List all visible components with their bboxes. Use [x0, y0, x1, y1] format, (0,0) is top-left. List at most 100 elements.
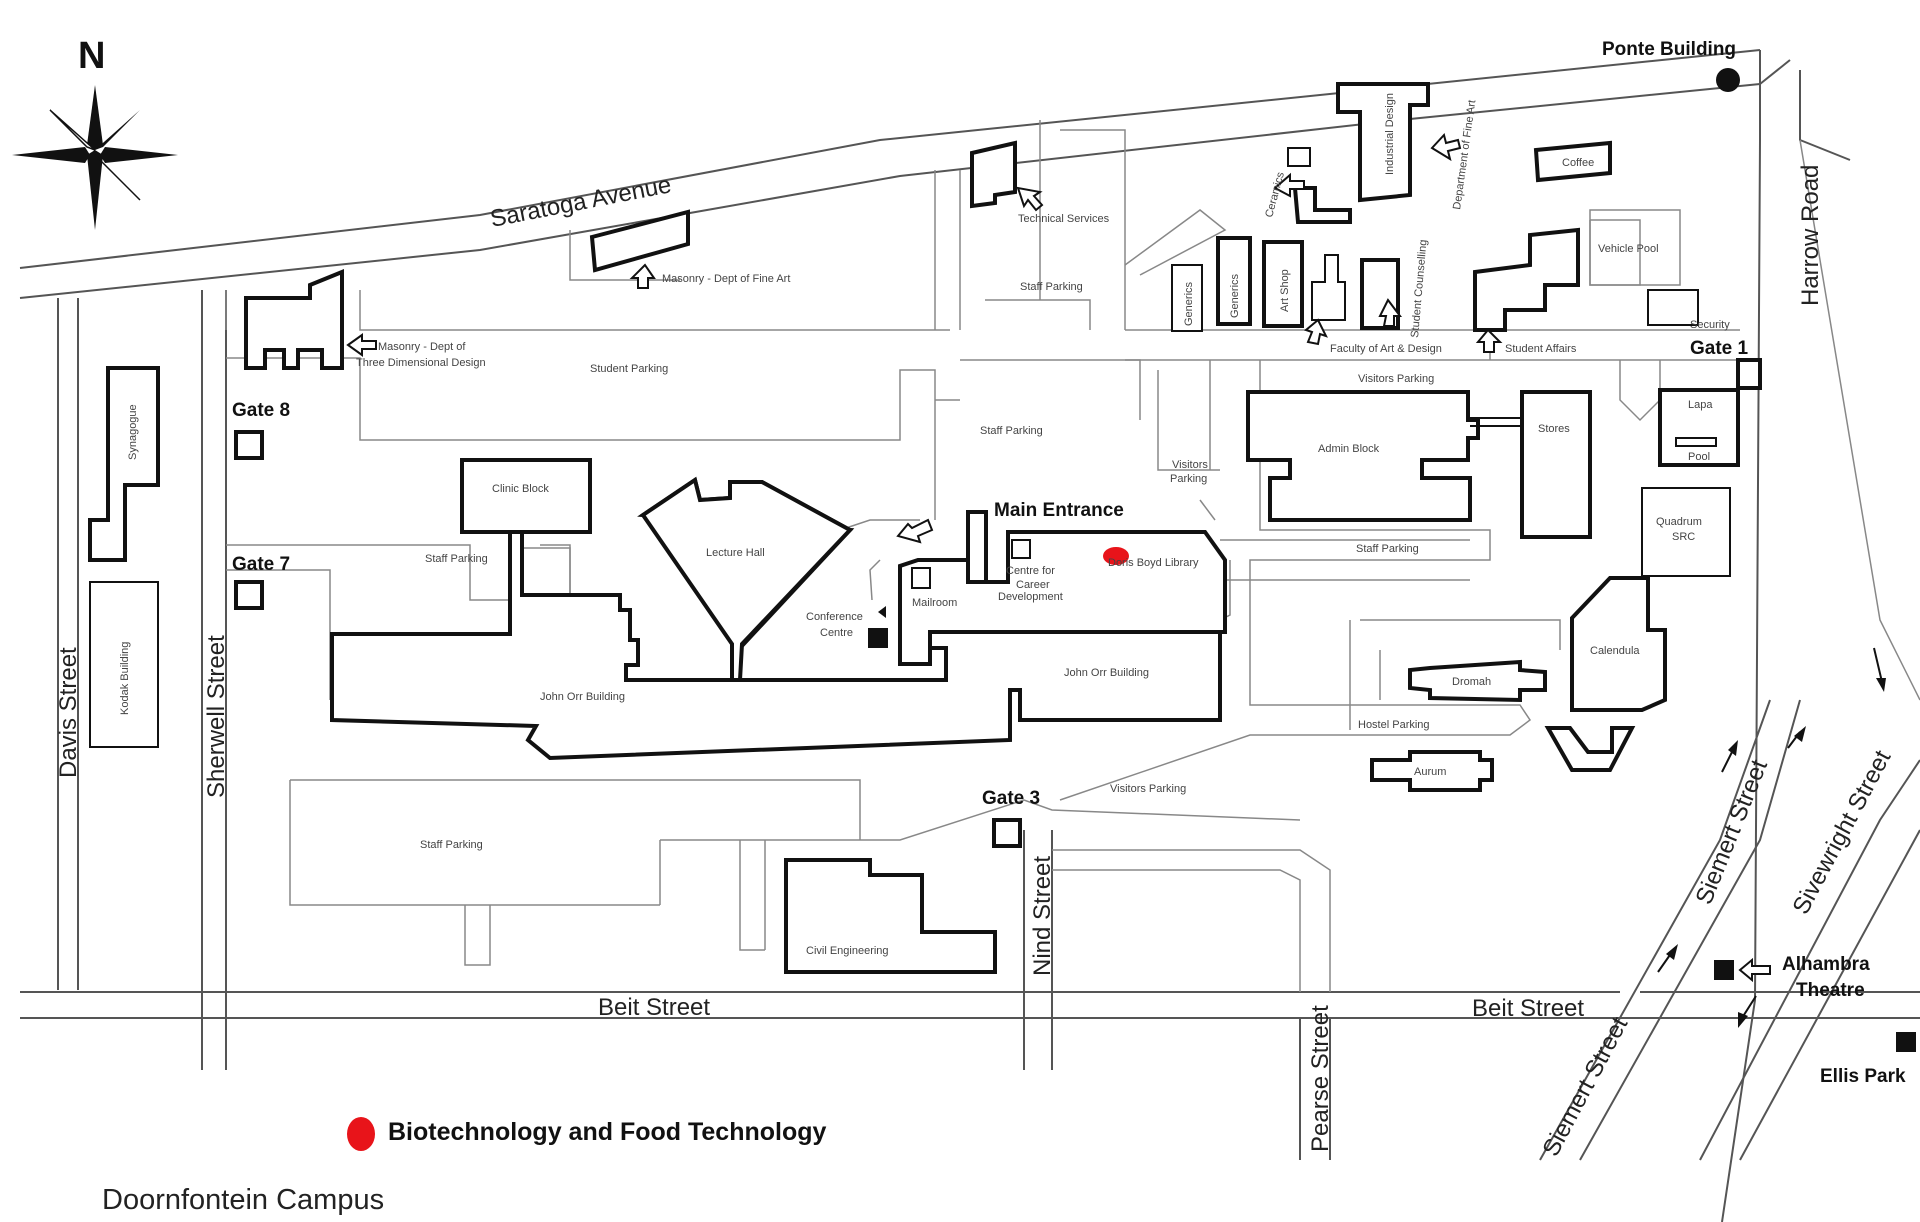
siemert-street-lower-label: Siemert Street — [1537, 1012, 1633, 1160]
arrow-up-right-icon — [1787, 726, 1806, 749]
arrow-icon — [1273, 172, 1305, 198]
alhambra-arrow-icon — [1738, 957, 1771, 983]
calendula-outline — [1570, 576, 1667, 712]
conference-path — [869, 559, 881, 601]
student-affairs-label: Student Affairs — [1505, 343, 1577, 355]
civil-engineering-label: Civil Engineering — [806, 945, 889, 957]
stores-outline — [1520, 390, 1592, 539]
gate-1-marker — [1736, 358, 1762, 390]
ccd-label-1: Centre for — [1006, 565, 1055, 577]
nind-street-label: Nind Street — [1029, 856, 1056, 976]
generics-1-label: Generics — [1183, 281, 1195, 326]
dept-fine-art-label: Department of Fine Art — [1451, 99, 1478, 210]
student-parking-label: Student Parking — [590, 363, 668, 375]
arrow-down-left-icon — [1738, 995, 1757, 1028]
conference-centre-marker — [868, 628, 888, 648]
sherwell-street-label: Sherwell Street — [203, 635, 230, 798]
quadrum-outline — [1641, 487, 1731, 577]
technical-services-label: Technical Services — [1018, 213, 1110, 225]
main-entrance-pillar — [966, 510, 988, 584]
ponte-building-marker — [1716, 68, 1740, 92]
quadrum-label-2: SRC — [1672, 531, 1695, 543]
alhambra-label-1: Alhambra — [1782, 954, 1870, 975]
faculty-art-design-outline — [1311, 254, 1346, 321]
gate-8-label: Gate 8 — [232, 400, 290, 421]
ceramics-small-box — [1287, 147, 1311, 167]
staff-parking-bottom-label: Staff Parking — [420, 839, 483, 851]
arrow-icon — [1430, 132, 1462, 162]
arrow-icon — [1475, 328, 1503, 353]
aurum-outline — [1370, 750, 1494, 792]
siemert-street-upper-label: Siemert Street — [1691, 756, 1774, 909]
lapa-label: Lapa — [1688, 399, 1713, 411]
calendula-label: Calendula — [1590, 645, 1640, 657]
art-shop-outline — [1262, 240, 1304, 328]
student-affairs-outline — [1473, 227, 1580, 332]
conference-label-2: Centre — [820, 627, 853, 639]
conference-pointer-icon — [878, 606, 886, 618]
compass-rose-icon: N — [12, 35, 178, 230]
admin-block-outline — [1246, 390, 1480, 522]
coffee-label: Coffee — [1562, 157, 1594, 169]
north-label: N — [78, 35, 105, 77]
vehicle-pool-area — [1589, 209, 1681, 286]
staff-parking-left-label: Staff Parking — [425, 553, 488, 565]
campus-name: Doornfontein Campus — [102, 1184, 385, 1216]
gate-3-label: Gate 3 — [982, 788, 1040, 809]
gate-3-marker — [992, 818, 1022, 848]
masonry-3d-label-1: Masonry - Dept of — [378, 341, 466, 353]
aurum-label: Aurum — [1414, 766, 1446, 778]
ceramics-label: Ceramics — [1263, 170, 1287, 218]
industrial-design-label: Industrial Design — [1384, 93, 1396, 175]
gate-7-label: Gate 7 — [232, 554, 290, 575]
kodak-building-label: Kodak Building — [119, 642, 131, 715]
ccd-label-2: Career — [1016, 579, 1050, 591]
landmarks: Ponte Building Alhambra Theatre Ellis Pa… — [1602, 39, 1916, 1087]
industrial-design-outline — [1336, 82, 1430, 203]
ellis-park-label: Ellis Park — [1820, 1066, 1906, 1087]
hostel-label: Dromah — [1452, 676, 1491, 688]
arrow-down-icon — [1873, 647, 1886, 692]
entrance-arrow-icon — [896, 518, 934, 544]
security-label: Security — [1690, 319, 1730, 331]
beit-street-left-label: Beit Street — [598, 994, 710, 1021]
masonry-dfa-outline — [589, 209, 690, 273]
hostel-parking-label: Hostel Parking — [1358, 719, 1430, 731]
masonry-dfa-label: Masonry - Dept of Fine Art — [662, 273, 790, 285]
gate-7-marker — [234, 580, 264, 610]
ceramics-outline — [1292, 186, 1352, 224]
pool-outline — [1675, 437, 1717, 447]
mailroom-label: Mailroom — [912, 597, 957, 609]
traffic-arrows — [1657, 647, 1886, 1028]
mailroom-box — [911, 567, 931, 589]
quadrum-label-1: Quadrum — [1656, 516, 1702, 528]
pool-label: Pool — [1688, 451, 1710, 463]
ponte-building-label: Ponte Building — [1602, 39, 1736, 60]
faculty-art-design-label: Faculty of Art & Design — [1330, 343, 1442, 355]
visitors-parking-side-label-1: Visitors — [1172, 459, 1208, 471]
lecture-hall-label: Lecture Hall — [706, 547, 765, 559]
visitors-parking-bottom-label: Visitors Parking — [1110, 783, 1186, 795]
ccd-label-3: Development — [998, 591, 1063, 603]
library-sub-box — [1011, 539, 1031, 559]
masonry-3d-label-2: Three Dimensional Design — [356, 357, 486, 369]
vehicle-pool-label: Vehicle Pool — [1598, 243, 1659, 255]
stores-label: Stores — [1538, 423, 1570, 435]
clinic-block-label: Clinic Block — [492, 483, 549, 495]
john-orr-right-label: John Orr Building — [1064, 667, 1149, 679]
masonry-3d-outline — [244, 269, 344, 370]
biotechnology-marker — [1103, 547, 1129, 565]
staff-parking-left-area — [519, 547, 571, 597]
generics-2-label: Generics — [1229, 273, 1241, 318]
kodak-building-outline — [89, 581, 159, 748]
staff-parking-right-label: Staff Parking — [1356, 543, 1419, 555]
arrow-icon — [1016, 186, 1044, 212]
gate-1-label: Gate 1 — [1690, 338, 1749, 359]
arrow-up-right-icon — [1657, 944, 1678, 973]
staff-parking-top-label: Staff Parking — [1020, 281, 1083, 293]
harrow-road-label: Harrow Road — [1797, 165, 1824, 306]
alhambra-theatre-marker — [1714, 960, 1734, 980]
ellis-park-marker — [1896, 1032, 1916, 1052]
staff-parking-mid-label: Staff Parking — [980, 425, 1043, 437]
